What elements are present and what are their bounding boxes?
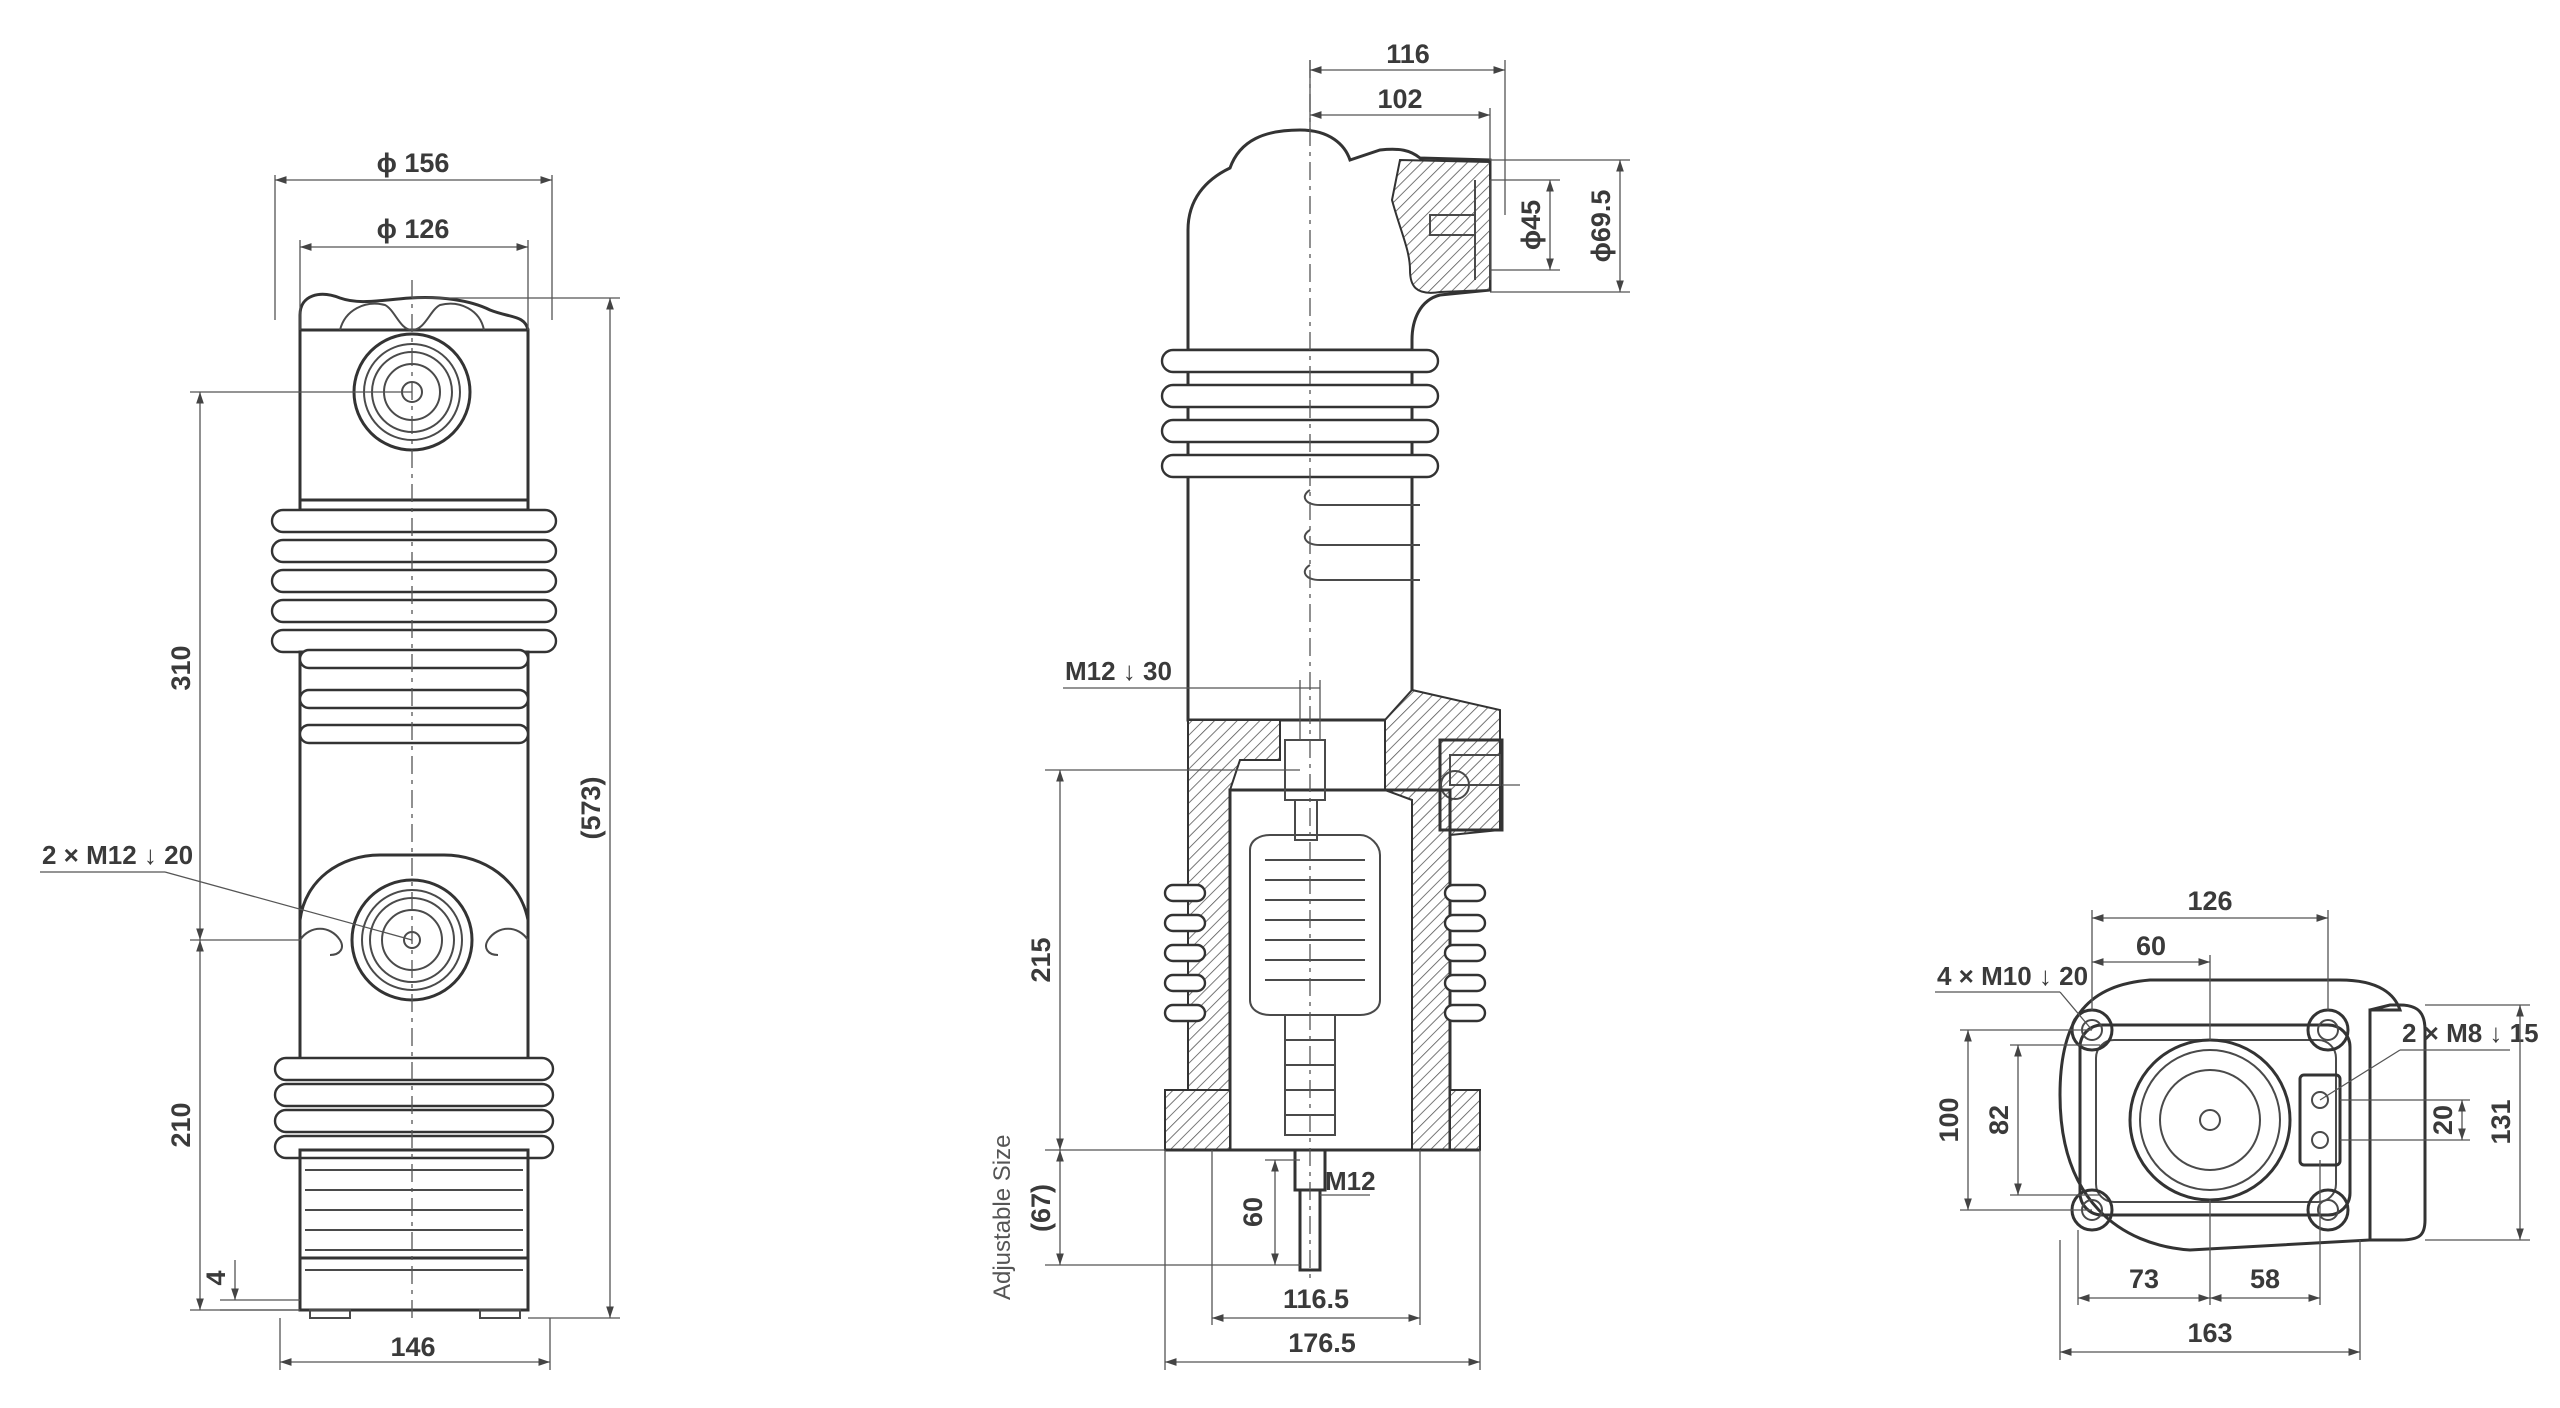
dim-total-height: (573) <box>576 776 606 839</box>
dim-base-width: 146 <box>390 1332 435 1362</box>
dim-height-82: 82 <box>1984 1105 2014 1135</box>
dim-top-126: 126 <box>2187 886 2232 916</box>
side-top-dome <box>1186 128 1492 352</box>
front-dimensions: ϕ 156 ϕ 126 310 210 (573) 4 <box>40 148 620 1370</box>
note-rod-thread: M12 <box>1325 1166 1376 1196</box>
dim-adjustable: (67) <box>1026 1184 1056 1232</box>
dim-top-width-inner: 102 <box>1377 84 1422 114</box>
dim-outer-diameter: ϕ 156 <box>377 148 450 178</box>
side-view: 116 102 ϕ45 ϕ69.5 M12 ↓ 30 215 <box>989 39 1630 1370</box>
dim-width-116-5: 116.5 <box>1283 1284 1349 1314</box>
front-body-outline <box>298 292 530 502</box>
dim-rod-length: 60 <box>1238 1197 1268 1227</box>
bottom-center-boss <box>2128 1038 2292 1202</box>
front-view: ϕ 156 ϕ 126 310 210 (573) 4 <box>40 148 620 1370</box>
bottom-mount-holes <box>2070 1008 2350 1232</box>
dim-height-lower: 210 <box>166 1102 196 1147</box>
side-upper-sheds <box>1160 348 1440 581</box>
side-top-insulation <box>1390 158 1491 294</box>
dim-terminal-diameter: ϕ45 <box>1516 200 1546 250</box>
dim-bottom-58: 58 <box>2250 1264 2280 1294</box>
dim-top-60: 60 <box>2136 931 2166 961</box>
dim-height-100: 100 <box>1934 1097 1964 1142</box>
side-bushing <box>1438 738 1520 832</box>
note-threads: 2 × M12 ↓ 20 <box>42 840 193 870</box>
dim-body-height-text: 215 <box>1026 937 1056 982</box>
dim-width-176-5: 176.5 <box>1288 1328 1356 1358</box>
dim-height-upper: 310 <box>166 645 196 690</box>
dim-bottom-163: 163 <box>2187 1318 2232 1348</box>
bottom-outer-housing <box>2058 978 2403 1252</box>
side-base-right <box>1449 1089 1481 1151</box>
bottom-view: 126 60 4 × M10 ↓ 20 2 × M8 ↓ 15 100 82 <box>1934 886 2539 1360</box>
dim-height-20: 20 <box>2428 1105 2458 1135</box>
note-side-holes: 2 × M8 ↓ 15 <box>2402 1018 2539 1048</box>
bottom-dimensions: 126 60 4 × M10 ↓ 20 2 × M8 ↓ 15 100 82 <box>1934 886 2539 1360</box>
front-base-ribs <box>298 1169 530 1319</box>
note-mount-holes: 4 × M10 ↓ 20 <box>1937 961 2088 991</box>
dim-base-offset: 4 <box>201 1270 231 1285</box>
side-lower-sheds <box>1163 883 1487 1023</box>
bottom-side-holes <box>2298 1073 2342 1167</box>
side-dimensions: 116 102 ϕ45 ϕ69.5 M12 ↓ 30 215 <box>989 39 1630 1370</box>
dim-top-width-outer: 116 <box>1386 39 1430 69</box>
side-lower-housing <box>1187 719 1281 1151</box>
front-mid-ribs <box>298 648 530 745</box>
dim-bottom-73: 73 <box>2129 1264 2159 1294</box>
side-top-terminal <box>1429 180 1491 280</box>
dim-inner-diameter: ϕ 126 <box>377 214 450 244</box>
front-upper-sheds <box>270 508 558 654</box>
note-thread-top: M12 ↓ 30 <box>1065 656 1172 686</box>
bottom-right-flange <box>2368 1003 2427 1242</box>
front-lower-sheds <box>273 1056 555 1160</box>
label-adjustable: Adjustable Size <box>989 1135 1016 1300</box>
dim-height-131: 131 <box>2486 1099 2516 1144</box>
dim-terminal-outer-diameter: ϕ69.5 <box>1586 190 1616 263</box>
bottom-inner-plate <box>2078 1023 2352 1217</box>
side-base <box>1164 1089 1231 1151</box>
front-lower-terminal <box>298 853 530 1002</box>
